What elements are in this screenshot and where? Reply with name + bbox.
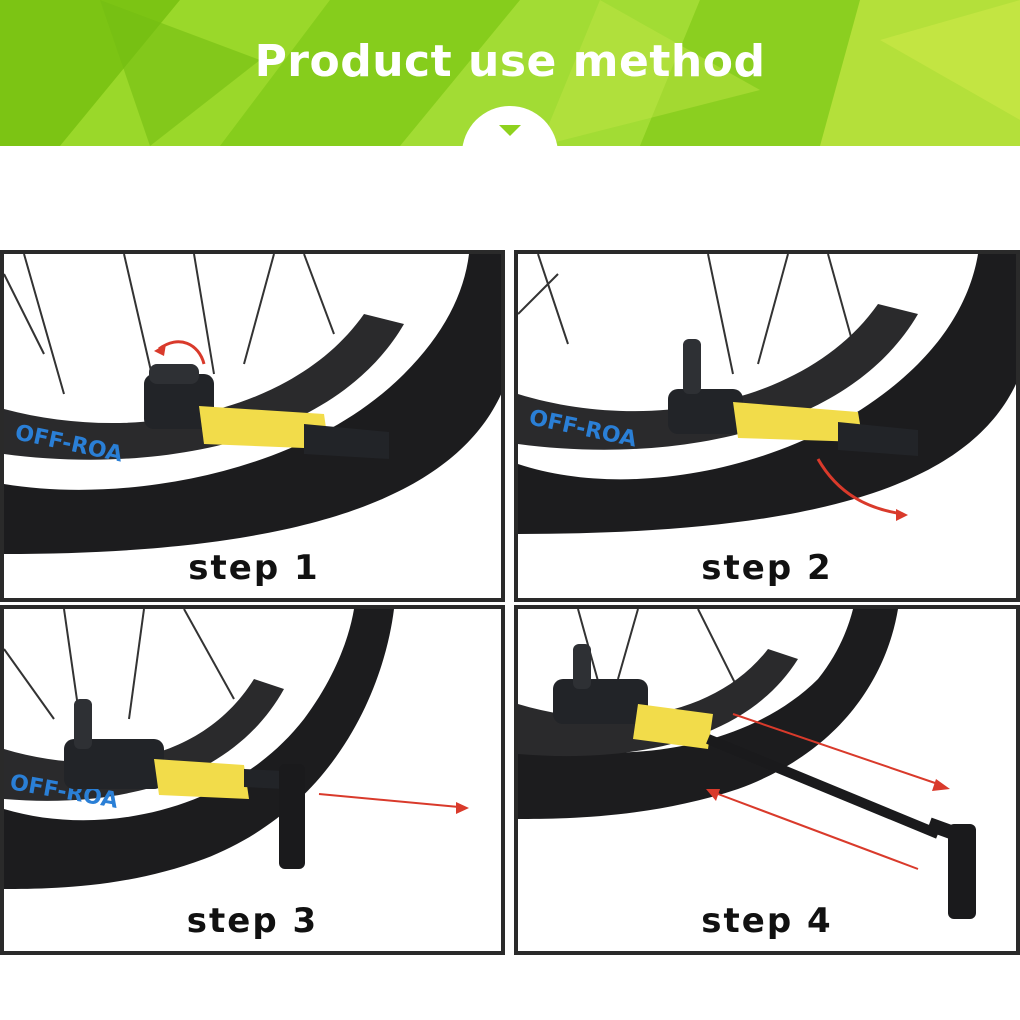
wheel-pump-illustration-1: OFF-ROA	[4, 254, 501, 554]
wheel-pump-illustration-4	[518, 609, 976, 919]
header-banner: Product use method	[0, 0, 1020, 146]
step-panel-3: OFF-ROA step 3	[0, 605, 505, 955]
step-panel-4: step 4	[514, 605, 1020, 955]
banner-background	[0, 0, 1020, 146]
step-label-1: step 1	[188, 548, 320, 588]
step-label-4: step 4	[701, 901, 833, 941]
wheel-pump-illustration-3: OFF-ROA	[4, 609, 469, 889]
step-label-3: step 3	[186, 901, 319, 941]
red-arrow-icon	[318, 793, 460, 808]
page-title: Product use method	[254, 36, 766, 87]
wheel-pump-illustration-2: OFF-ROA	[518, 254, 1016, 534]
step-panel-1: OFF-ROA step 1	[0, 250, 505, 602]
red-arrow-icon	[816, 458, 904, 516]
red-arrow-icon	[732, 713, 939, 785]
step-label-2: step 2	[701, 548, 833, 588]
chevron-down-icon	[499, 125, 521, 136]
red-arrow-icon	[717, 793, 919, 870]
step-panel-2: OFF-ROA step 2	[514, 250, 1020, 602]
